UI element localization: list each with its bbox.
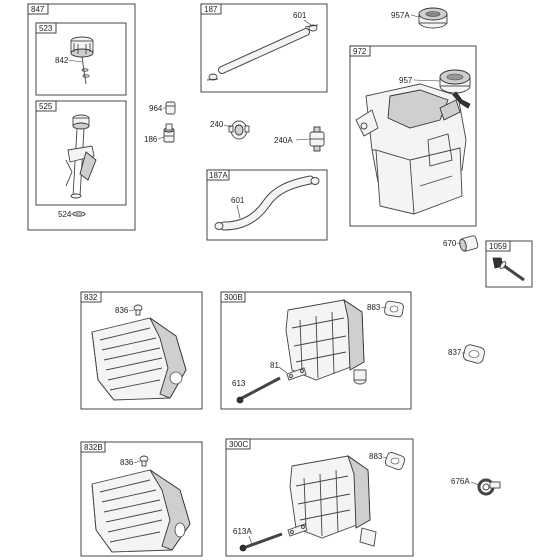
fuel-line-601-bent [214,175,320,231]
screw-613 [236,376,281,404]
group-1059: 1059 [485,240,533,288]
label-81: 81 [270,361,279,370]
label-613a: 613A [233,527,252,536]
fuel-shutoff-240 [228,120,250,140]
group-847: 847 523 842 525 [27,3,136,231]
label-187: 187 [204,5,218,14]
label-240a: 240A [274,136,293,145]
label-300b: 300B [224,293,243,302]
muffler-300b [285,299,367,385]
o-ring-524 [72,211,86,217]
fuel-line-601 [206,24,319,81]
label-837: 837 [448,348,462,357]
label-670: 670 [443,239,457,248]
label-186: 186 [144,135,158,144]
muffler-guard-832 [91,317,187,401]
label-964: 964 [149,104,163,113]
screw-836-top [133,304,143,316]
label-836-bottom: 836 [120,458,134,467]
group-1059-tag [485,240,511,252]
label-836-top: 836 [115,306,129,315]
plug-964 [165,101,176,115]
muffler-300c [289,454,377,547]
group-847-frame [27,3,136,231]
group-525-frame [35,100,127,206]
clamp-676a [477,478,501,496]
dipstick-tube-525 [65,114,97,199]
label-601-top: 601 [293,11,307,20]
muffler-guard-832b [91,469,191,553]
group-300c-tag [225,438,251,450]
group-972: 972 957 [349,45,477,227]
group-300b-tag [220,291,246,303]
group-300c-frame [225,438,414,557]
label-1059: 1059 [489,242,507,251]
group-972-frame [349,45,477,227]
label-187a: 187A [209,171,228,180]
label-957: 957 [399,76,413,85]
group-972-tag [349,45,371,57]
label-842: 842 [55,56,69,65]
gasket-883-top [384,300,404,318]
lock-plate-81 [286,367,307,381]
label-883-top: 883 [367,303,381,312]
group-525-tag [35,100,57,112]
label-601-bottom: 601 [231,196,245,205]
label-832b: 832B [84,443,103,452]
group-523-tag [35,22,57,34]
label-972: 972 [353,47,367,56]
label-832: 832 [84,293,98,302]
group-187a-tag [206,169,230,181]
screw-613a [239,532,283,552]
label-957a: 957A [391,11,410,20]
group-300c: 300C 883 613A [225,438,414,557]
fitting-186 [163,123,175,143]
label-847: 847 [31,5,45,14]
fuel-cap-957a [418,7,448,29]
group-832: 832 836 [80,291,203,410]
gasket-883-bottom [384,452,406,470]
group-187: 187 601 [200,3,328,93]
fuel-tank [355,83,467,215]
group-187-tag [200,3,222,15]
group-187-frame [200,3,328,93]
label-300c: 300C [229,440,248,449]
group-847-tag [27,3,49,15]
label-613: 613 [232,379,246,388]
group-832-frame [80,291,203,410]
group-832b-frame [80,441,203,557]
oil-cap-842 [70,36,94,85]
label-883-bottom: 883 [369,452,383,461]
label-525: 525 [39,102,53,111]
label-523: 523 [39,24,53,33]
group-187a-frame [206,169,328,241]
fuel-cap-957 [439,69,471,109]
label-676a: 676A [451,477,470,486]
group-832-tag [80,291,102,303]
group-832b: 832B 836 [80,441,203,557]
gasket-837 [462,344,486,364]
screw-836-bottom [139,455,149,467]
label-524: 524 [58,210,72,219]
group-187a: 187A 601 [206,169,328,241]
lock-plate-81-bottom [287,523,308,537]
group-832b-tag [80,441,106,453]
spacer-670 [459,235,479,252]
bolt-1059 [492,257,525,282]
label-240: 240 [210,120,224,129]
group-300b-frame [220,291,412,410]
group-300b: 300B 883 81 613 [220,291,412,410]
group-523-frame [35,22,127,96]
fuel-filter-240a [309,126,325,152]
